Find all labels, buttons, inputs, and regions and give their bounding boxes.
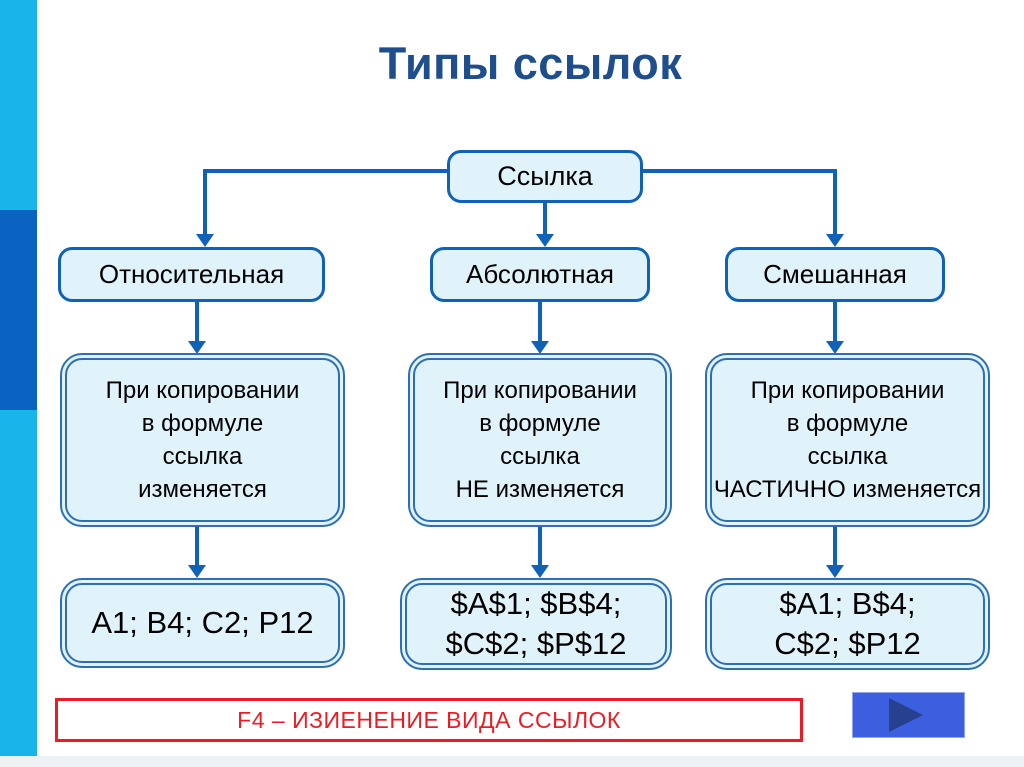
connector-root-left-horizontal <box>203 169 450 173</box>
examples-text: $A$1; $B$4; $C$2; $P$12 <box>445 586 627 661</box>
left-accent-bar-bottom <box>0 410 37 756</box>
connector-root-right-vertical <box>833 169 837 236</box>
next-slide-button[interactable] <box>852 692 965 738</box>
connector-root-center-vertical <box>543 203 547 236</box>
page-title: Типы ссылок <box>378 38 683 89</box>
arrow-down-icon <box>531 341 549 354</box>
branch-node-mixed: Смешанная <box>725 247 945 302</box>
branch-node-label: Смешанная <box>763 259 907 289</box>
arrow-down-icon <box>188 565 206 578</box>
connector-description-to-examples-mixed <box>833 527 837 567</box>
arrow-down-icon <box>826 341 844 354</box>
left-accent-bar-top <box>0 0 37 210</box>
examples-text: A1; B4; C2; P12 <box>91 605 314 640</box>
root-node-label: Ссылка <box>497 161 593 191</box>
connector-description-to-examples-absolute <box>538 527 542 567</box>
root-node-reference: Ссылка <box>447 150 643 203</box>
bottom-edge-strip <box>0 756 1024 767</box>
hotkey-banner-text: F4 – ИЗИЕНЕНИЕ ВИДА ССЫЛОК <box>237 706 621 733</box>
connector-absolute-to-description <box>538 302 542 344</box>
connector-relative-to-description <box>195 302 199 344</box>
connector-root-right-horizontal <box>640 169 837 173</box>
examples-box-relative: A1; B4; C2; P12 <box>60 578 345 668</box>
connector-description-to-examples-relative <box>195 527 199 567</box>
left-accent-bar-middle <box>0 210 37 410</box>
arrow-down-icon <box>531 565 549 578</box>
description-text: При копировании в формуле ссылка НЕ изме… <box>443 377 637 503</box>
connector-mixed-to-description <box>833 302 837 344</box>
branch-node-absolute: Абсолютная <box>430 247 650 302</box>
arrow-down-icon <box>196 234 214 247</box>
arrow-down-icon <box>826 565 844 578</box>
examples-text: $A1; B$4; C$2; $P12 <box>774 586 921 661</box>
description-text: При копировании в формуле ссылка ЧАСТИЧН… <box>713 377 982 503</box>
branch-node-relative: Относительная <box>58 247 325 302</box>
arrow-down-icon <box>536 234 554 247</box>
description-box-relative: При копировании в формуле ссылка изменяе… <box>60 353 345 527</box>
arrow-down-icon <box>826 234 844 247</box>
description-text: При копировании в формуле ссылка изменяе… <box>105 377 300 503</box>
examples-box-absolute: $A$1; $B$4; $C$2; $P$12 <box>400 578 672 670</box>
play-triangle-icon <box>888 698 923 732</box>
examples-box-mixed: $A1; B$4; C$2; $P12 <box>705 578 990 670</box>
description-box-mixed: При копировании в формуле ссылка ЧАСТИЧН… <box>705 353 990 527</box>
branch-node-label: Абсолютная <box>465 259 615 289</box>
description-box-absolute: При копировании в формуле ссылка НЕ изме… <box>408 353 672 527</box>
arrow-down-icon <box>188 341 206 354</box>
hotkey-banner: F4 – ИЗИЕНЕНИЕ ВИДА ССЫЛОК <box>55 698 803 742</box>
connector-root-left-vertical <box>203 169 207 236</box>
branch-node-label: Относительная <box>98 259 285 289</box>
